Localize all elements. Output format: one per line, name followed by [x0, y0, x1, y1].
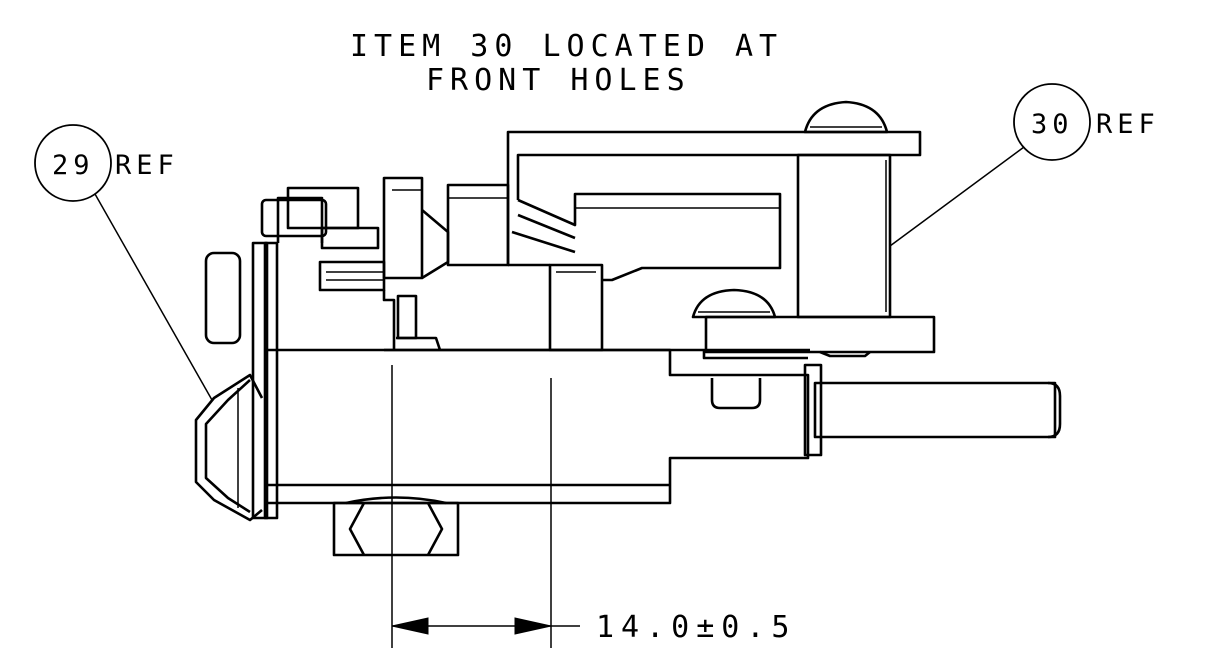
balloon-30: 30 REF	[889, 83, 1160, 247]
balloon-29-suffix: REF	[115, 150, 179, 181]
balloon-30-suffix: REF	[1096, 109, 1160, 140]
note-line-1: ITEM 30 LOCATED AT	[350, 29, 783, 64]
balloon-29-leader	[94, 193, 213, 401]
balloon-30-leader	[889, 146, 1025, 247]
balloon-29-number: 29	[52, 150, 95, 181]
dimension-text: 14.0±0.5	[596, 610, 797, 645]
dimension-14: 14.0±0.5	[391, 365, 797, 648]
balloon-30-number: 30	[1031, 109, 1074, 140]
arrow-right	[514, 617, 552, 635]
assembly-outline	[194, 100, 1062, 557]
note-line-2: FRONT HOLES	[426, 63, 691, 98]
balloon-29: 29 REF	[34, 124, 213, 401]
arrow-left	[391, 617, 429, 635]
